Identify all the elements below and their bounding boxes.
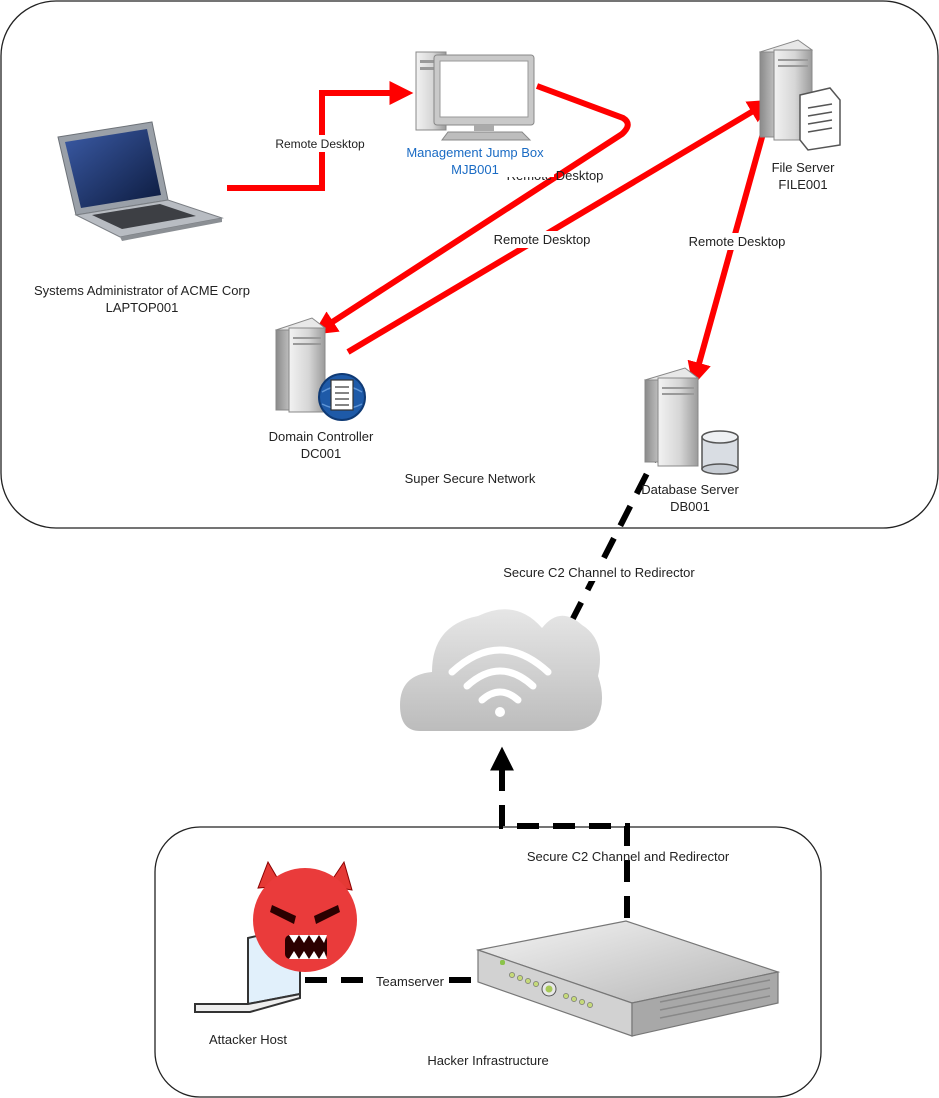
rack-server-icon: [475, 920, 781, 1037]
desktop-computer-icon: [415, 51, 535, 141]
fileserver-id-label: FILE001: [778, 177, 827, 192]
file-server-icon: [758, 39, 841, 151]
c2-label-redirector: Secure C2 Channel to Redirector: [503, 565, 695, 580]
dc-name-label: Domain Controller: [269, 429, 374, 444]
devil-laptop-icon: [194, 860, 357, 1013]
rd-label-laptop-jumpbox: Remote Desktop: [275, 137, 365, 151]
hacker-network-boundary: [154, 826, 822, 1098]
rd-link-fileserver-to-db: [687, 129, 767, 387]
laptop-icon: [57, 121, 224, 241]
domain-controller-icon: [274, 317, 366, 421]
secure-network-label: Super Secure Network: [405, 471, 536, 486]
laptop-id-label: LAPTOP001: [106, 300, 179, 315]
wifi-cloud-icon: [400, 609, 603, 731]
c2-label-server: Secure C2 Channel and Redirector: [527, 849, 730, 864]
c2-link-db-to-cloud: [559, 440, 666, 642]
c2-link-server-to-cloud: [490, 746, 630, 918]
rd-link-dc-to-fileserver: [346, 99, 773, 355]
rd-link-jumpbox-to-dc: [312, 83, 631, 335]
dbserver-name-label: Database Server: [641, 482, 739, 497]
laptop-name-label: Systems Administrator of ACME Corp: [34, 283, 250, 298]
rd-label-fileserver-db: Remote Desktop: [689, 234, 786, 249]
secure-network-boundary: [0, 0, 939, 529]
dc-id-label: DC001: [301, 446, 341, 461]
jumpbox-name-label: Management Jump Box: [406, 145, 544, 160]
hacker-network-label: Hacker Infrastructure: [427, 1053, 548, 1068]
teamserver-label: Teamserver: [376, 974, 445, 989]
jumpbox-id-label: MJB001: [451, 162, 499, 177]
attacker-name-label: Attacker Host: [209, 1032, 287, 1047]
dbserver-id-label: DB001: [670, 499, 710, 514]
rd-label-dc-fileserver: Remote Desktop: [494, 232, 591, 247]
database-server-icon: [643, 367, 739, 475]
fileserver-name-label: File Server: [772, 160, 836, 175]
